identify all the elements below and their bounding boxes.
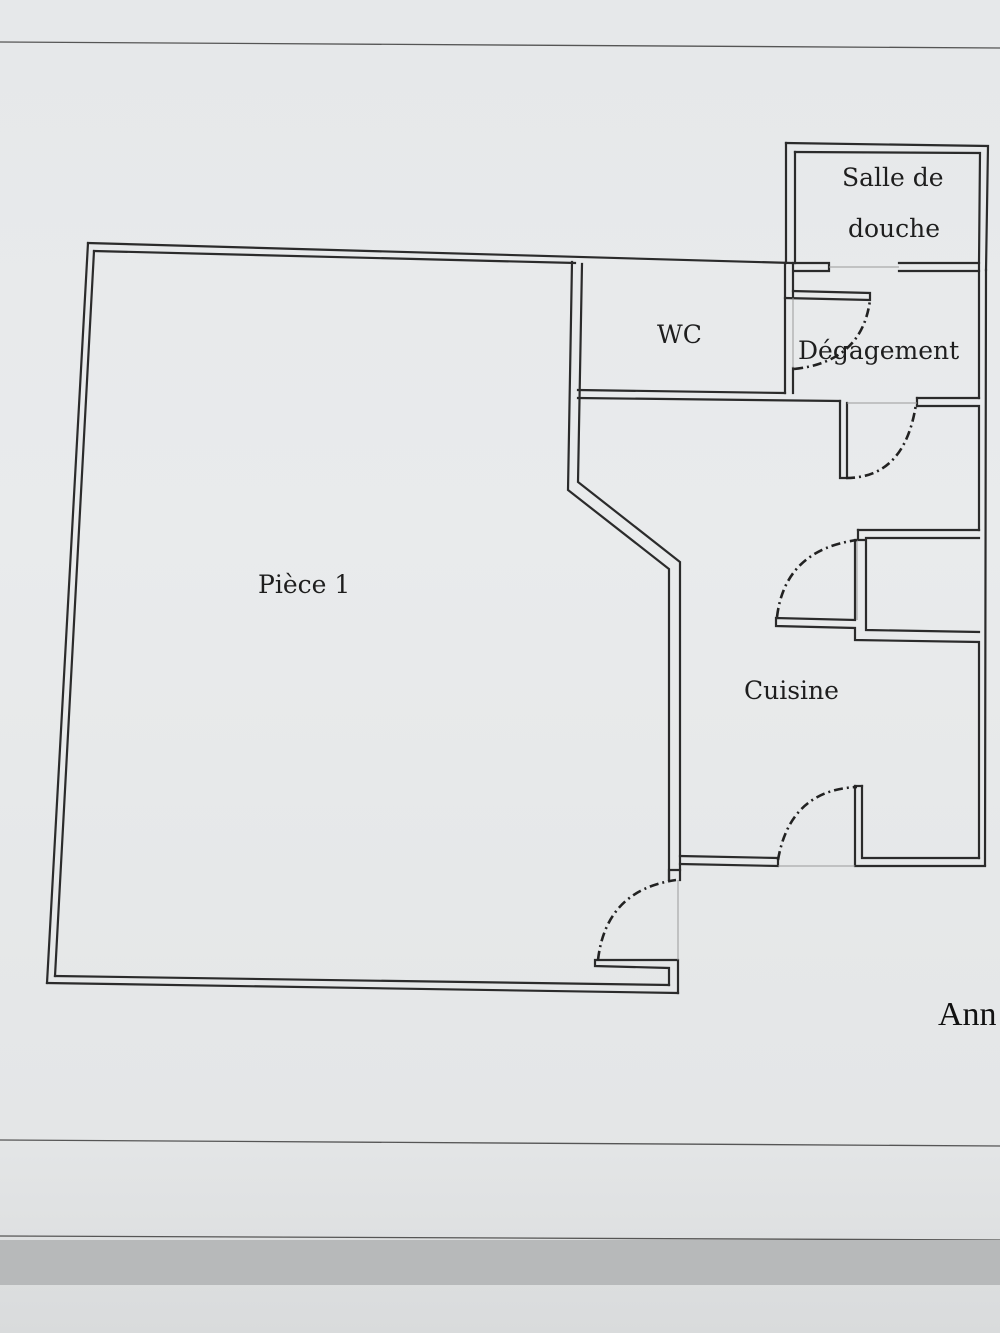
- room-label-salle-de-douche-1: Salle de: [842, 163, 944, 192]
- grey-band: [0, 1240, 1000, 1285]
- door-swing-entry: [596, 878, 677, 961]
- door-swing-wc: [793, 299, 872, 371]
- bottom-page-rule: [0, 1139, 1000, 1147]
- lower-page-rule: [0, 1235, 1000, 1241]
- degagement-walls: [838, 268, 988, 867]
- room-label-wc: WC: [657, 320, 702, 349]
- door-swing-placard: [775, 538, 858, 618]
- placard-walls: [774, 528, 981, 860]
- door-swing-cuisine: [776, 785, 858, 861]
- margin-text: Ann: [938, 996, 997, 1033]
- door-swing-degagement: [845, 403, 918, 480]
- room-label-degagement: Dégagement: [798, 336, 959, 365]
- room-label-piece-1: Pièce 1: [258, 570, 350, 599]
- wc-walls: [576, 261, 872, 403]
- room-label-cuisine: Cuisine: [744, 676, 839, 705]
- top-page-rule: [0, 41, 1000, 49]
- salle-de-douche-walls: [784, 141, 990, 273]
- room-label-salle-de-douche-2: douche: [848, 214, 940, 243]
- piece-1-walls: [45, 241, 794, 995]
- door-jambs: [677, 266, 917, 960]
